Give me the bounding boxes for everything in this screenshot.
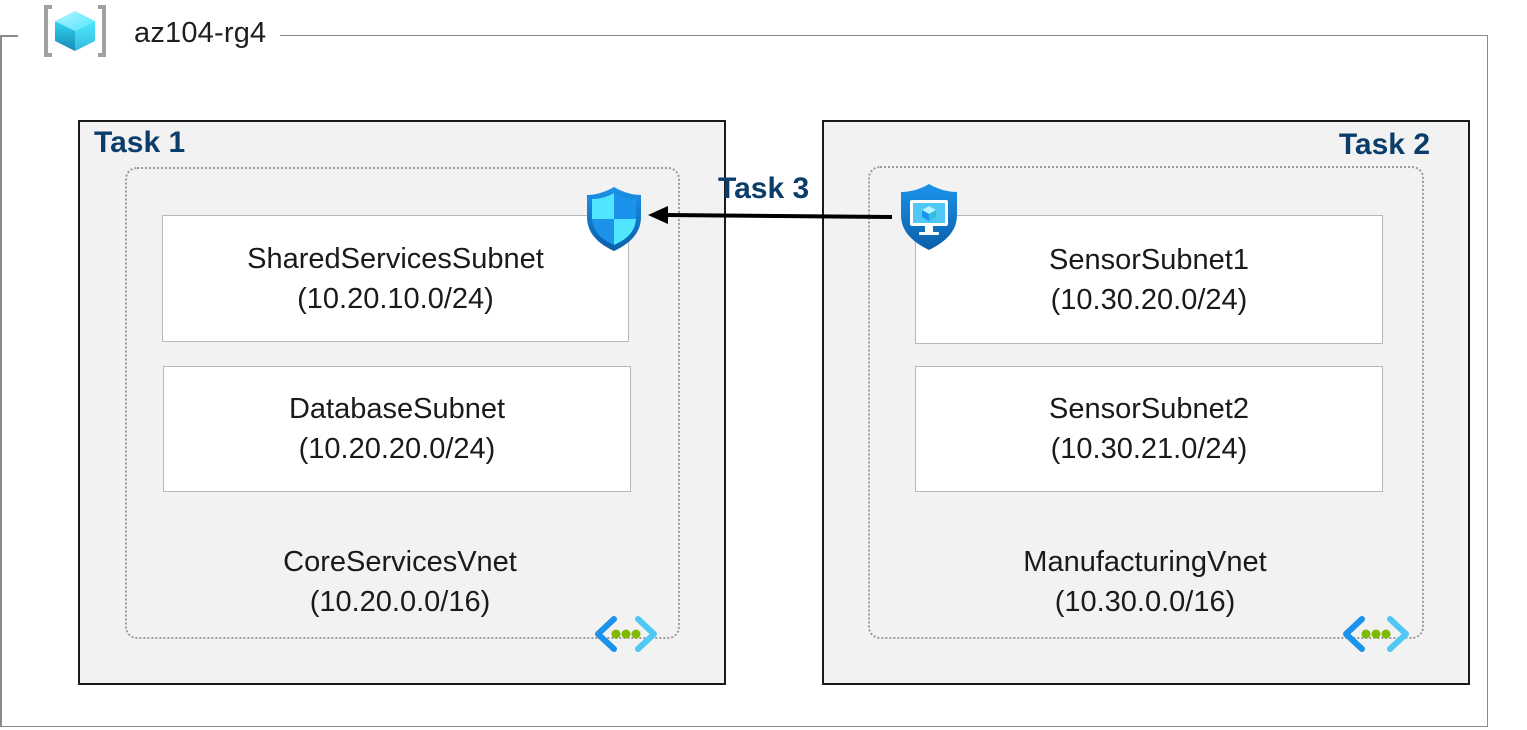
subnet-name: SensorSubnet2 bbox=[1049, 393, 1249, 425]
application-security-group-icon bbox=[897, 182, 961, 257]
vnet-name: ManufacturingVnet bbox=[1023, 546, 1267, 578]
rg-frame-left-edge bbox=[0, 35, 18, 37]
task1-label: Task 1 bbox=[94, 126, 186, 159]
vnet-cidr: (10.20.0.0/16) bbox=[309, 586, 491, 618]
sensor-subnet1: SensorSubnet1 (10.30.20.0/24) bbox=[915, 215, 1383, 344]
subnet-cidr: (10.20.10.0/24) bbox=[297, 282, 494, 315]
resource-group-boundary bbox=[0, 35, 1488, 727]
subnet-name: SensorSubnet1 bbox=[1049, 243, 1249, 276]
rg-frame-left-border bbox=[0, 35, 2, 727]
virtual-network-icon bbox=[592, 615, 660, 658]
shared-services-subnet: SharedServicesSubnet (10.20.10.0/24) bbox=[162, 215, 629, 342]
subnet-cidr: (10.20.20.0/24) bbox=[298, 433, 496, 465]
virtual-network-icon bbox=[1340, 615, 1412, 658]
resource-group-icon bbox=[40, 1, 110, 66]
vnet-name: CoreServicesVnet bbox=[283, 546, 517, 578]
resource-group-title: az104-rg4 bbox=[134, 16, 267, 49]
subnet-name: SharedServicesSubnet bbox=[247, 242, 544, 275]
subnet-cidr: (10.30.20.0/24) bbox=[1050, 283, 1248, 316]
subnet-cidr: (10.30.21.0/24) bbox=[1050, 433, 1248, 465]
manufacturing-vnet-boundary bbox=[868, 166, 1424, 639]
database-subnet: DatabaseSubnet (10.20.20.0/24) bbox=[163, 366, 631, 492]
core-services-vnet-boundary bbox=[125, 167, 680, 639]
task3-arrow bbox=[648, 206, 893, 224]
subnet-name: DatabaseSubnet bbox=[288, 393, 506, 425]
resource-group-header: az104-rg4 bbox=[18, 1, 281, 66]
vnet-cidr: (10.30.0.0/16) bbox=[1054, 586, 1236, 618]
core-services-vnet-label: CoreServicesVnet (10.20.0.0/16) bbox=[200, 542, 600, 622]
network-security-group-icon bbox=[584, 185, 644, 258]
task2-label: Task 2 bbox=[1338, 128, 1430, 161]
sensor-subnet2: SensorSubnet2 (10.30.21.0/24) bbox=[915, 366, 1383, 492]
manufacturing-vnet-label: ManufacturingVnet (10.30.0.0/16) bbox=[945, 542, 1345, 622]
task3-label: Task 3 bbox=[718, 172, 810, 205]
